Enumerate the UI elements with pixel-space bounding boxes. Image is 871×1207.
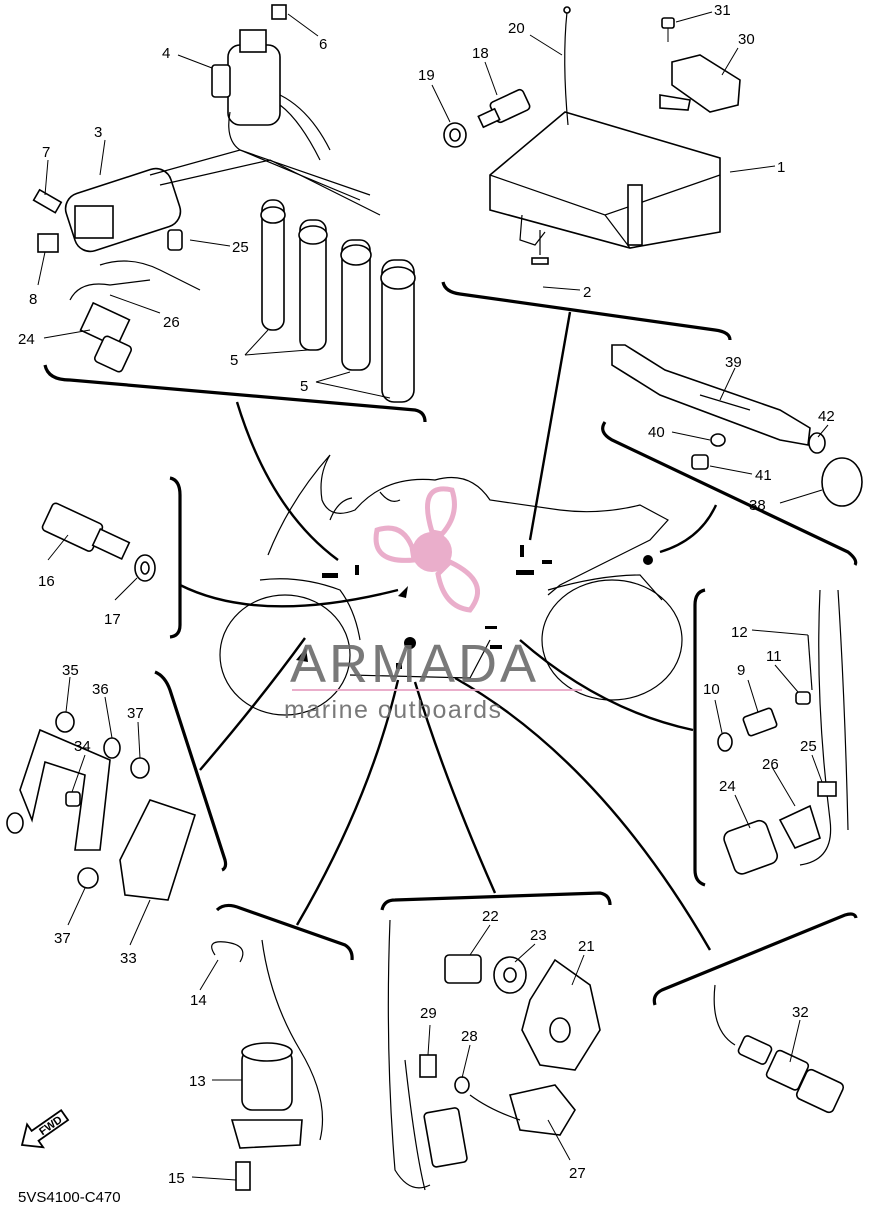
callout-label: 22 (482, 908, 499, 925)
diagram-code: 5VS4100-C470 (18, 1189, 121, 1206)
callout-label: 10 (703, 681, 720, 698)
o2-sensor-32-part (713, 984, 845, 1114)
callout-label: 37 (54, 930, 71, 947)
group-brackets (43, 281, 858, 1006)
plug-caps-part (260, 199, 416, 403)
callout-label: 41 (755, 467, 772, 484)
callout-label: 24 (18, 331, 35, 348)
callout-label: 4 (162, 45, 170, 62)
ignition-coil-4-part (211, 4, 371, 196)
sensor-18-part (443, 88, 531, 148)
callout-label: 20 (508, 20, 525, 37)
motorcycle-outline (219, 454, 683, 716)
callout-label: 19 (418, 67, 435, 84)
forward-arrow-icon: FWD (20, 1109, 70, 1149)
callout-label: 40 (648, 424, 665, 441)
callout-label: 11 (766, 648, 782, 665)
callout-label: 9 (737, 662, 745, 679)
callout-label: 35 (62, 662, 79, 679)
callout-label: 34 (74, 738, 91, 755)
cable-tie-part (564, 11, 569, 126)
callout-label: 8 (29, 291, 37, 308)
callout-label: 23 (530, 927, 547, 944)
sensor-30-part (659, 17, 741, 113)
callout-label: 17 (104, 611, 121, 628)
callout-label: 27 (569, 1165, 586, 1182)
callout-label: 31 (714, 2, 731, 19)
callout-label: 39 (725, 354, 742, 371)
callout-label: 25 (800, 738, 817, 755)
callout-label: 6 (319, 36, 327, 53)
callout-label: 32 (792, 1004, 809, 1021)
callout-label: 25 (232, 239, 249, 256)
callout-labels: 1 2 3 4 5 5 6 7 8 9 10 11 12 13 14 15 16 (18, 2, 835, 1187)
sensor-13-part (211, 939, 324, 1191)
group-leaders (179, 311, 718, 951)
watermark-brand: ARMADA (290, 634, 539, 694)
right-sensor-group-part (717, 589, 849, 875)
callout-label: 37 (127, 705, 144, 722)
callout-label: 12 (731, 624, 748, 641)
callout-label: 42 (818, 408, 835, 425)
crank-sensor-24-part (69, 229, 201, 373)
callout-label: 3 (94, 124, 102, 141)
bracket-33-part (6, 711, 197, 901)
ecu-part (489, 111, 721, 265)
pickup-coil-part (387, 919, 601, 1191)
callout-label: 29 (420, 1005, 437, 1022)
callout-label: 15 (168, 1170, 185, 1187)
callout-label: 33 (120, 950, 137, 967)
callout-label: 21 (578, 938, 595, 955)
watermark-tagline: marine outboards (284, 696, 503, 724)
callout-label: 28 (461, 1028, 478, 1045)
callout-label: 5 (300, 378, 308, 395)
callout-label: 1 (777, 159, 785, 176)
callout-label: 5 (230, 352, 238, 369)
callout-label: 26 (762, 756, 779, 773)
callout-label: 18 (472, 45, 489, 62)
propeller-logo (373, 486, 481, 613)
callout-label: 30 (738, 31, 755, 48)
callout-label: 2 (583, 284, 591, 301)
callout-label: 14 (190, 992, 207, 1009)
bracket-39-part (611, 344, 863, 507)
callout-label: 36 (92, 681, 109, 698)
sensor-16-part (41, 502, 156, 582)
armada-watermark: ARMADA marine outboards (284, 486, 582, 724)
callout-label: 13 (189, 1073, 206, 1090)
callout-label: 16 (38, 573, 55, 590)
callout-label: 24 (719, 778, 736, 795)
callout-label: 26 (163, 314, 180, 331)
callout-label: 38 (749, 497, 766, 514)
callout-label: 7 (42, 144, 50, 161)
ignition-coil-3-part (32, 149, 381, 253)
